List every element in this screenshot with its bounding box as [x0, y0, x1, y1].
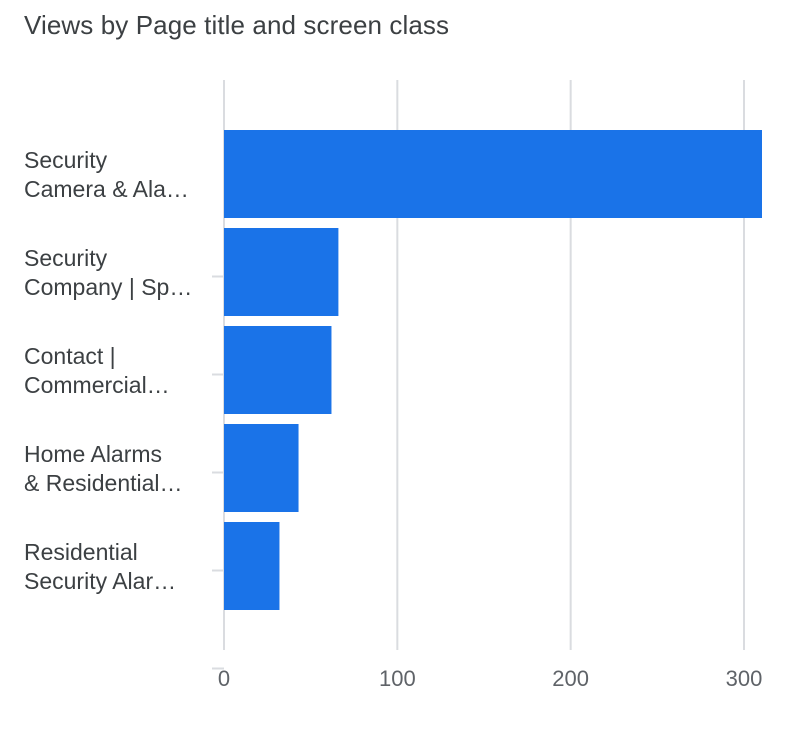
category-ticks	[212, 275, 224, 670]
category-label-line: Residential	[24, 539, 138, 565]
chart-title: Views by Page title and screen class	[24, 10, 450, 40]
bar-2[interactable]	[224, 228, 339, 316]
x-axis-ticks: 0 100 200 300	[218, 666, 762, 691]
bar-4[interactable]	[224, 424, 299, 512]
category-label-3: Contact | Commercial…	[24, 343, 170, 398]
category-label-line: & Residential…	[24, 470, 183, 496]
category-label-line: Camera & Ala…	[24, 176, 189, 202]
bar-5[interactable]	[224, 522, 280, 610]
category-label-line: Security Alar…	[24, 568, 176, 594]
category-label-line: Security	[24, 147, 108, 173]
category-label-line: Company | Sp…	[24, 274, 192, 300]
category-label-line: Home Alarms	[24, 441, 162, 467]
x-tick-label-300: 300	[726, 666, 763, 691]
x-tick-label-0: 0	[218, 666, 230, 691]
bars	[224, 130, 762, 610]
x-tick-label-200: 200	[552, 666, 589, 691]
bar-1[interactable]	[224, 130, 762, 218]
category-label-line: Commercial…	[24, 372, 170, 398]
category-label-line: Security	[24, 245, 108, 271]
category-label-line: Contact |	[24, 343, 116, 369]
category-label-4: Home Alarms & Residential…	[24, 441, 183, 496]
x-tick-label-100: 100	[379, 666, 416, 691]
bar-3[interactable]	[224, 326, 332, 414]
